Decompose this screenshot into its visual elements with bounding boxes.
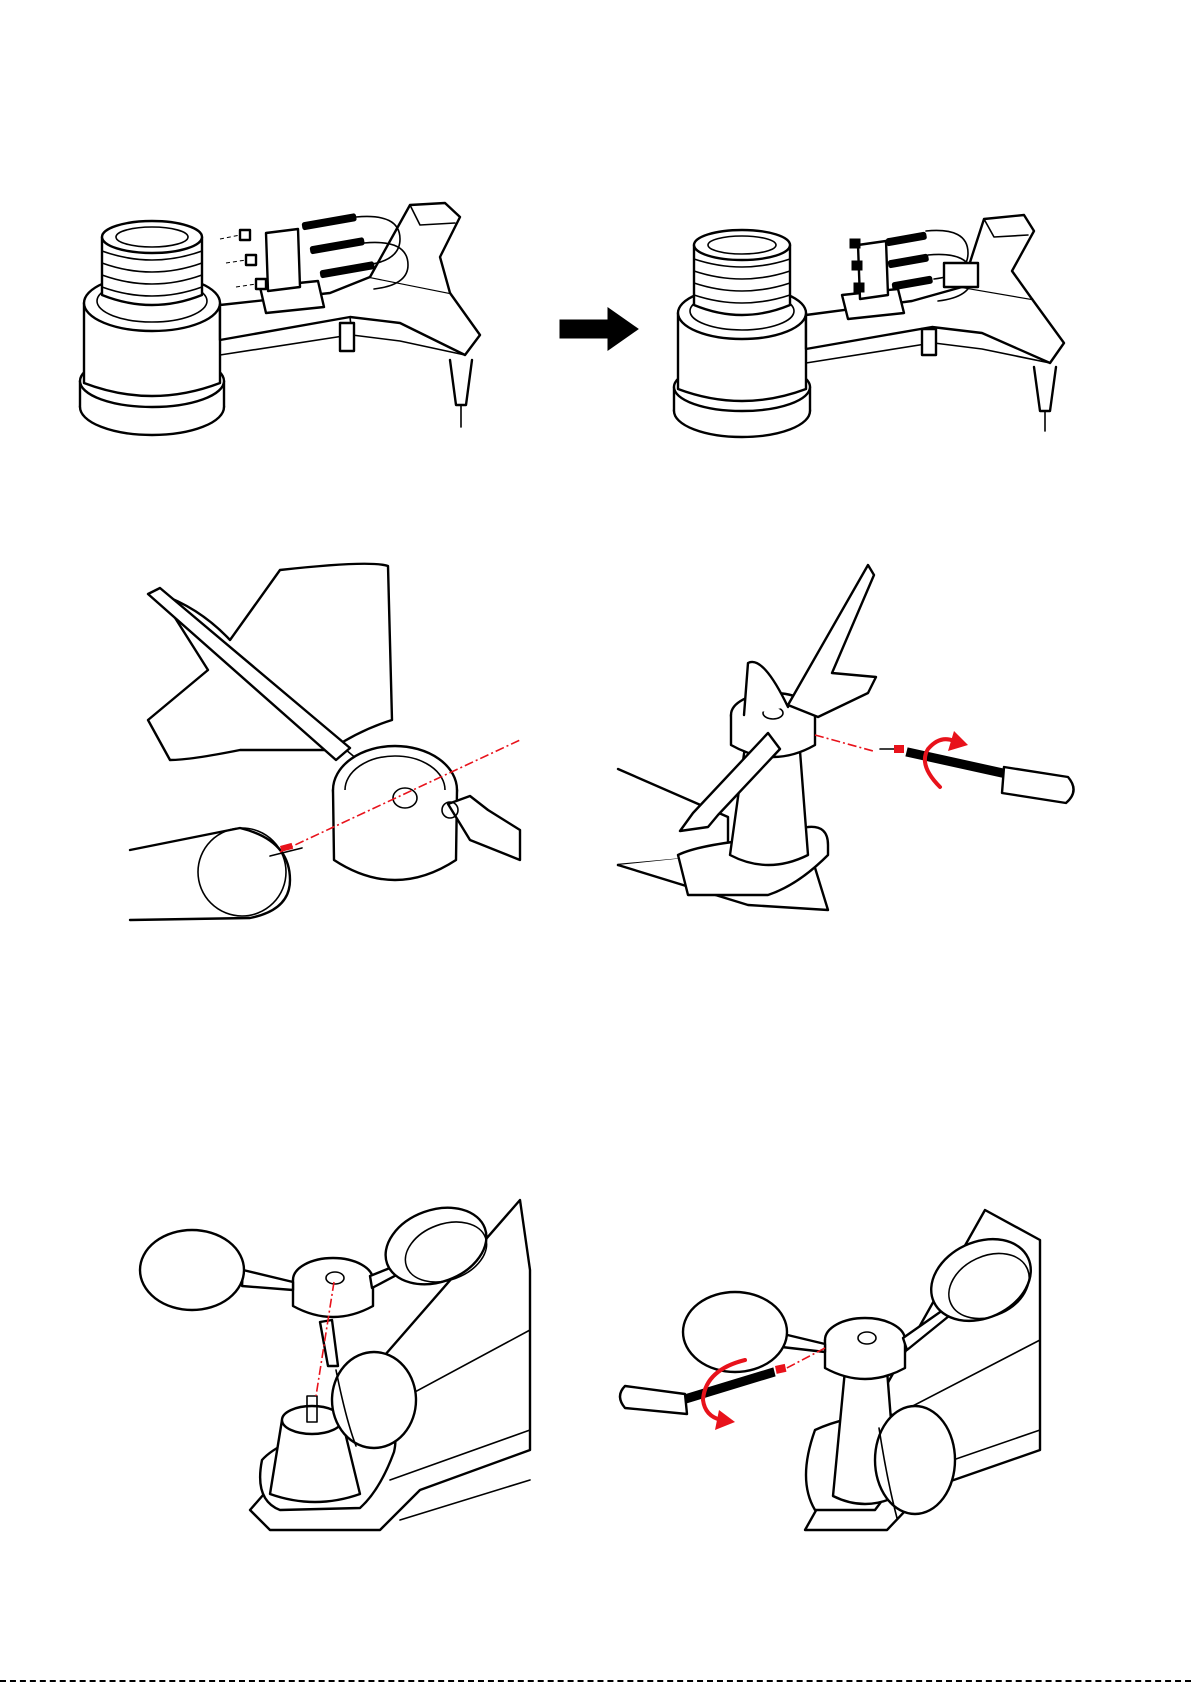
wind-cups-insert-figure <box>150 1190 530 1530</box>
wind-cups-insert-drawing <box>150 1190 530 1530</box>
sensor-array-before-figure <box>70 195 530 465</box>
sensor-array-before-drawing <box>70 195 530 465</box>
sensor-array-after-drawing <box>672 215 1112 465</box>
wind-vane-tighten-figure <box>618 555 1068 920</box>
wind-cups-tighten-drawing <box>625 1200 1105 1530</box>
page-bottom-border <box>0 1680 1191 1682</box>
wind-vane-insert-figure <box>130 560 520 930</box>
wind-cups-tighten-figure <box>625 1200 1105 1530</box>
right-arrow-icon <box>560 308 640 350</box>
wind-vane-tighten-drawing <box>618 555 1068 920</box>
wind-vane-insert-drawing <box>130 560 520 930</box>
sensor-array-after-figure <box>672 215 1112 465</box>
